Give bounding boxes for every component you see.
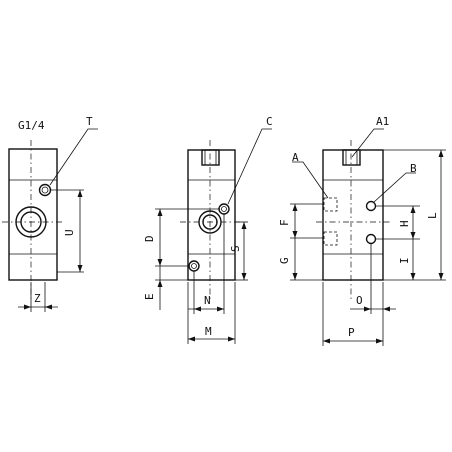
- label-c: C: [266, 115, 273, 128]
- middle-top-slot: [201, 149, 220, 166]
- p-arrow-right: [376, 338, 383, 344]
- h-arrow-top: [410, 206, 416, 213]
- label-l: L: [426, 212, 439, 219]
- label-b: B: [410, 162, 417, 175]
- label-g: G: [278, 257, 291, 264]
- t-port-inner: [41, 186, 49, 194]
- left-body: [8, 148, 58, 281]
- t-port-outer: [38, 183, 52, 197]
- t-leader: [49, 128, 98, 186]
- l-arrow-bottom: [438, 273, 444, 280]
- left-view: [2, 128, 98, 312]
- m-arrow-left: [188, 336, 195, 342]
- label-i: I: [398, 257, 411, 264]
- f-arrow-bottom: [292, 231, 298, 238]
- label-m: M: [205, 325, 212, 338]
- s-arrow-bottom: [241, 273, 247, 280]
- u-arrow-bottom: [77, 265, 83, 272]
- right-body: [322, 149, 384, 281]
- o-arrow-right: [383, 306, 390, 312]
- right-view: [290, 128, 446, 346]
- label-u: U: [63, 229, 76, 236]
- d-arrow-top: [157, 209, 163, 216]
- p-arrow-left: [323, 338, 330, 344]
- o-arrow-left: [364, 306, 371, 312]
- label-h: H: [398, 220, 411, 227]
- f-arrow-top: [292, 204, 298, 211]
- c-port-inner: [221, 206, 227, 212]
- z-arrow-left: [24, 304, 31, 310]
- label-f: F: [278, 219, 291, 226]
- label-d: D: [143, 235, 156, 242]
- label-a: A: [292, 151, 299, 164]
- label-s: S: [229, 245, 242, 252]
- s-arrow-top: [241, 222, 247, 229]
- middle-bore-inner: [202, 214, 218, 230]
- u-arrow-top: [77, 190, 83, 197]
- label-t: T: [86, 115, 93, 128]
- label-z: Z: [34, 292, 41, 305]
- label-e: E: [143, 293, 156, 300]
- c-leader: [227, 128, 272, 205]
- i-arrow-bottom: [410, 273, 416, 280]
- g14-port-inner: [20, 211, 42, 233]
- e-arrow: [157, 280, 163, 287]
- d-arrow-bottom: [157, 259, 163, 266]
- a-port-upper: [323, 197, 338, 212]
- l-arrow-top: [438, 150, 444, 157]
- right-top-slot: [342, 149, 361, 166]
- c-port-outer: [218, 203, 230, 215]
- g14-port-outer: [15, 206, 47, 238]
- middle-lower-port-outer: [188, 260, 200, 272]
- b-leader: [373, 172, 416, 203]
- middle-lower-port-inner: [191, 263, 197, 269]
- b-port-lower: [365, 233, 377, 245]
- label-g14: G1/4: [18, 119, 45, 132]
- h-arrow-bottom: [410, 232, 416, 239]
- n-arrow-right: [217, 306, 224, 312]
- n-arrow-left: [194, 306, 201, 312]
- middle-view: [155, 128, 272, 344]
- g-arrow-bottom: [292, 273, 298, 280]
- a1-leader: [351, 128, 384, 158]
- a-port-lower: [323, 231, 338, 246]
- m-arrow-right: [228, 336, 235, 342]
- a-leader: [292, 161, 329, 199]
- label-a1: A1: [376, 115, 389, 128]
- label-p: P: [348, 326, 355, 339]
- label-n: N: [204, 294, 211, 307]
- label-o: O: [356, 294, 363, 307]
- middle-bore-outer: [198, 210, 222, 234]
- b-port-upper: [365, 200, 377, 212]
- z-arrow-right: [45, 304, 52, 310]
